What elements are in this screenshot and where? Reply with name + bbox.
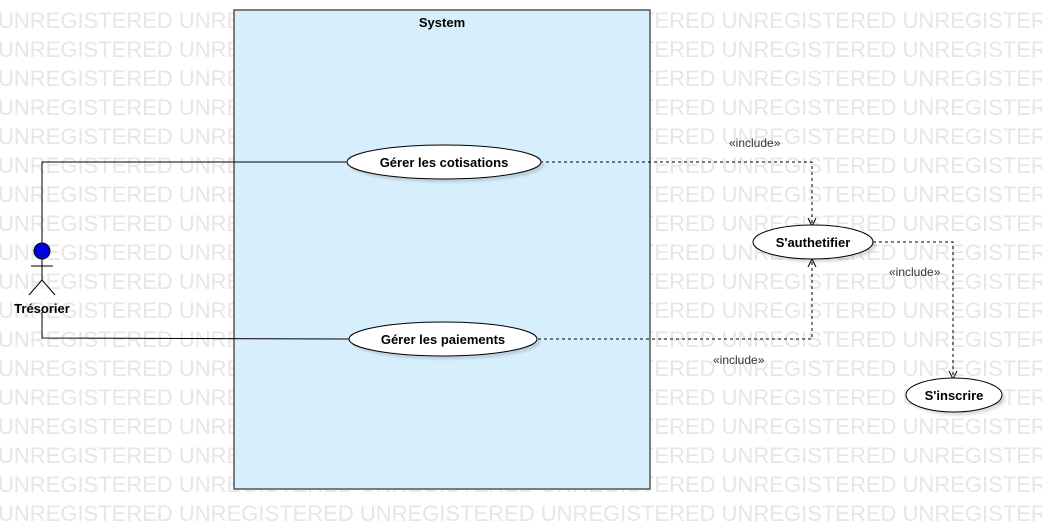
include-label: «include» [713,353,765,367]
use-case-sinscrire[interactable]: S'inscrire [905,377,1003,413]
actor-tresorier[interactable]: Trésorier [14,242,70,316]
include-cotisations-auth[interactable] [540,161,812,226]
system-title: System [419,15,465,30]
use-case-ellipse[interactable] [752,224,874,260]
use-case-sauthentifier[interactable]: S'authetifier [752,224,874,260]
association-paiements[interactable] [41,312,350,340]
use-case-ellipse[interactable] [346,144,542,180]
actor-left-leg [28,279,43,296]
use-case-label: Gérer les cotisations [380,155,509,170]
use-case-label: Gérer les paiements [381,332,505,347]
use-case-ellipse[interactable] [905,377,1003,413]
actor-head [33,242,51,260]
include-label: «include» [889,265,941,279]
use-case-label: S'inscrire [925,388,984,403]
associations [41,161,350,340]
use-case-label: S'authetifier [776,235,851,250]
watermark-row: UNREGISTERED UNREGISTERED UNREGISTERED U… [0,501,1042,526]
include-auth-inscrire[interactable] [873,241,953,379]
association-cotisations[interactable] [41,161,347,250]
actor-right-leg [41,279,56,296]
use-case-gerer-paiements[interactable]: Gérer les paiements [348,321,538,357]
system-boundary[interactable]: System [233,9,651,490]
include-label: «include» [729,136,781,150]
system-box[interactable] [233,9,651,490]
use-case-ellipse[interactable] [348,321,538,357]
include-dependencies: «include» «include» «include» [538,136,953,379]
actor-name: Trésorier [14,301,70,316]
include-paiements-auth[interactable] [538,259,812,340]
use-case-gerer-cotisations[interactable]: Gérer les cotisations [346,144,542,180]
